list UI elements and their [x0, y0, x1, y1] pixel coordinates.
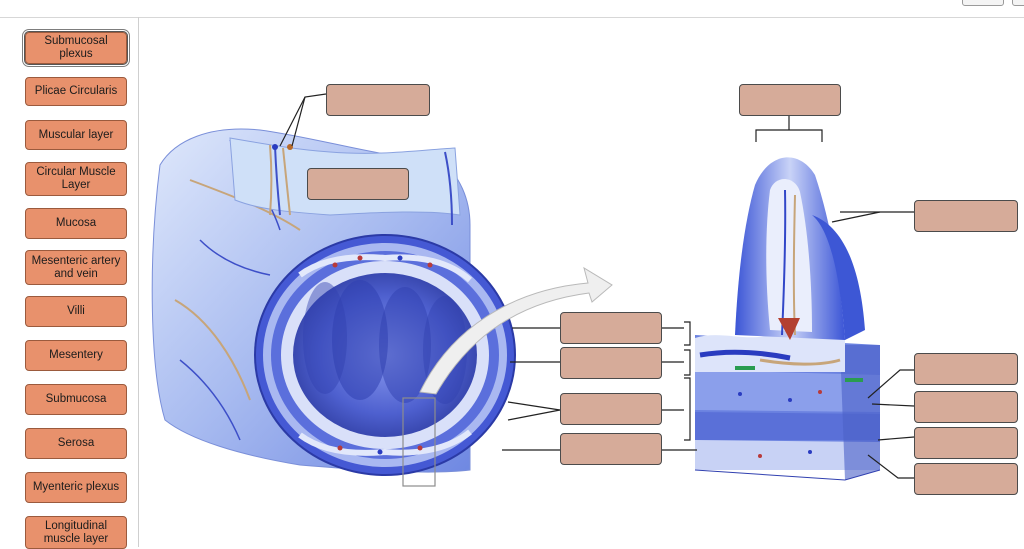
drop-target-mesentery-vessels[interactable]: [326, 84, 430, 116]
drop-target-layer-4[interactable]: [560, 433, 662, 465]
zoom-arrow: [419, 266, 613, 395]
drop-target-villus[interactable]: [739, 84, 841, 116]
term-muscular-layer[interactable]: Muscular layer: [25, 120, 127, 150]
term-bank: Submucosal plexus Plicae Circularis Musc…: [17, 17, 139, 549]
drop-target-mesentery[interactable]: [307, 168, 409, 200]
drop-target-right-1[interactable]: [914, 353, 1018, 385]
villus-detail-block: [694, 157, 881, 481]
drop-target-right-3[interactable]: [914, 427, 1018, 459]
drop-target-right-2[interactable]: [914, 391, 1018, 423]
term-serosa[interactable]: Serosa: [25, 428, 127, 459]
term-circular-muscle-layer[interactable]: Circular Muscle Layer: [25, 162, 127, 196]
drop-target-right-4[interactable]: [914, 463, 1018, 495]
drop-target-layer-1[interactable]: [560, 312, 662, 344]
toolbar-button[interactable]: [962, 0, 1004, 6]
term-submucosal-plexus[interactable]: Submucosal plexus: [24, 31, 128, 65]
toolbar-button[interactable]: [1012, 0, 1024, 6]
term-mesenteric-artery-and-vein[interactable]: Mesenteric artery and vein: [25, 250, 127, 285]
term-mesentery[interactable]: Mesentery: [25, 340, 127, 371]
toolbar-divider: [0, 17, 1024, 18]
drop-target-villus-surface[interactable]: [914, 200, 1018, 232]
leader-lines: [279, 93, 915, 479]
intestine-cross-section: [254, 234, 516, 487]
term-mucosa[interactable]: Mucosa: [25, 208, 127, 239]
term-submucosa[interactable]: Submucosa: [25, 384, 127, 415]
drop-target-layer-2[interactable]: [560, 347, 662, 379]
drop-target-layer-3[interactable]: [560, 393, 662, 425]
term-villi[interactable]: Villi: [25, 296, 127, 327]
term-plicae-circularis[interactable]: Plicae Circularis: [25, 77, 127, 106]
term-myenteric-plexus[interactable]: Myenteric plexus: [25, 472, 127, 503]
